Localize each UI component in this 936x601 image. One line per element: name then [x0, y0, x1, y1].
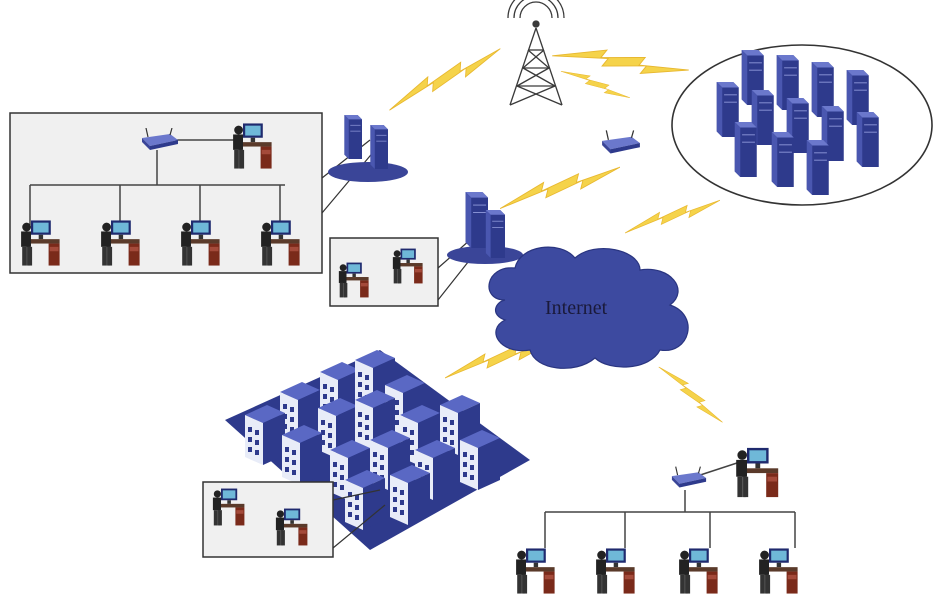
workstation-user-icon — [516, 548, 555, 594]
workstation-user-icon — [759, 548, 798, 594]
wireless-router-icon — [601, 130, 641, 155]
workstation-user-icon — [736, 447, 779, 498]
office-panel-middle — [329, 237, 439, 307]
radio-tower-icon — [507, 0, 565, 106]
city-buildings-icon — [225, 350, 530, 550]
server-cluster-icon — [671, 44, 933, 206]
server-icon — [447, 191, 523, 264]
office-lan-panel-topleft — [9, 112, 323, 274]
server-icon — [328, 114, 408, 182]
office-panel-bottomleft — [202, 481, 334, 558]
office-lan-bottomright — [516, 447, 798, 594]
wireless-router-icon — [671, 466, 707, 489]
internet-label: Internet — [545, 297, 608, 319]
workstation-user-icon — [679, 548, 718, 594]
workstation-user-icon — [596, 548, 635, 594]
internet-cloud-icon: Internet — [488, 246, 689, 369]
